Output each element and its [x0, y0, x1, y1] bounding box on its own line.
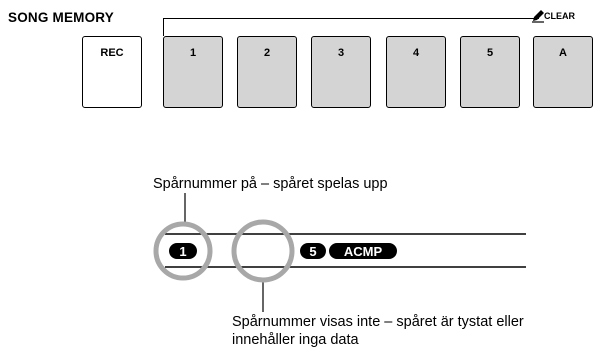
track-4-button[interactable]: 4 [386, 36, 446, 108]
track-1-button[interactable]: 1 [163, 36, 223, 108]
caption-track-on: Spårnummer på – spåret spelas upp [153, 176, 388, 192]
track-2-button[interactable]: 2 [237, 36, 297, 108]
track-1-indicator-label: 1 [179, 244, 186, 259]
track-1-indicator: 1 [169, 243, 197, 259]
song-memory-title: SONG MEMORY [8, 10, 114, 25]
track-a-button[interactable]: A [533, 36, 593, 108]
acmp-indicator-label: ACMP [344, 244, 383, 259]
acmp-indicator: ACMP [329, 243, 397, 259]
pen-icon [532, 10, 544, 23]
clear-bracket-line [163, 18, 539, 19]
clear-label: CLEAR [544, 11, 575, 21]
track-off-highlight-circle [231, 219, 295, 283]
track-on-highlight-circle [153, 221, 213, 281]
track-5-indicator-label: 5 [309, 244, 316, 259]
clear-bracket-line-left [163, 18, 164, 36]
rec-button[interactable]: REC [82, 36, 142, 108]
track-5-button[interactable]: 5 [460, 36, 520, 108]
caption-track-off: Spårnummer visas inte – spåret är tystat… [232, 314, 524, 348]
track-5-indicator: 5 [300, 243, 326, 259]
track-3-button[interactable]: 3 [311, 36, 371, 108]
